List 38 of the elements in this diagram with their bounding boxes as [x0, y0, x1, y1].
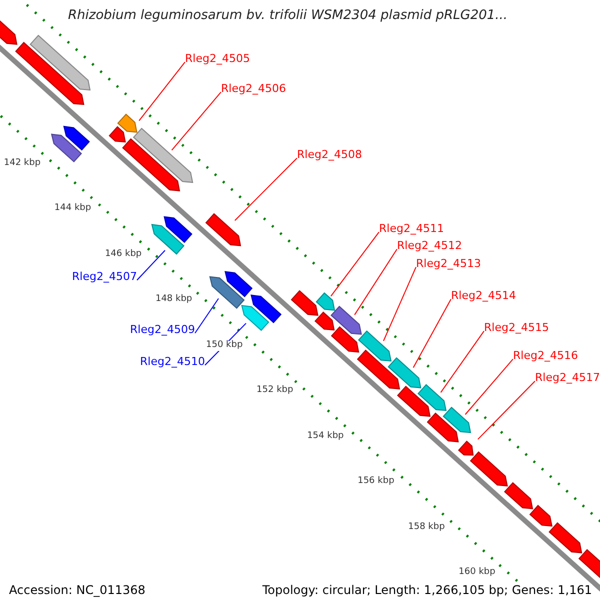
leader-line — [354, 248, 398, 316]
scale-label: 156 kbp — [358, 477, 394, 488]
scale-label: 152 kbp — [256, 386, 294, 396]
leader-line — [412, 298, 452, 368]
gene-label: Rleg2_4517 — [535, 372, 600, 384]
gene-label: Rleg2_4509 — [130, 324, 195, 336]
leader-line — [383, 266, 416, 342]
scale-label: 148 kbp — [155, 295, 192, 306]
gene-label: Rleg2_4515 — [484, 322, 549, 334]
gene-label: Rleg2_4510 — [140, 356, 205, 368]
gene-label: Rleg2_4512 — [397, 240, 462, 252]
gene-label: Rleg2_4506 — [221, 83, 286, 96]
leader-line — [136, 250, 166, 281]
gene-label: Rleg2_4507 — [72, 271, 137, 284]
scale-label: 146 kbp — [104, 250, 142, 260]
gene-label: Rleg2_4516 — [513, 350, 578, 362]
scale-label: 142 kbp — [4, 158, 41, 169]
leader-line — [171, 92, 222, 151]
topology-text: Topology: circular; Length: 1,266,105 bp; Genes: 1,161 — [262, 584, 592, 598]
scale-label: 144 kbp — [54, 204, 92, 214]
gene-label: Rleg2_4513 — [416, 258, 481, 270]
scale-label: 154 kbp — [307, 432, 344, 442]
scale-label: 150 kbp — [206, 340, 243, 351]
leader-line — [464, 358, 514, 415]
accession-text: Accession: NC_011368 — [9, 584, 146, 598]
scale-label: 160 kbp — [458, 568, 496, 578]
leader-line — [440, 330, 484, 393]
leader-line — [477, 380, 536, 440]
gene-label: Rleg2_4505 — [185, 53, 250, 66]
leader-line — [194, 298, 219, 334]
gene-label: Rleg2_4514 — [451, 290, 516, 302]
scale-label: 158 kbp — [408, 522, 445, 533]
gene-label: Rleg2_4511 — [379, 223, 444, 236]
gene-label: Rleg2_4508 — [297, 149, 362, 162]
leader-line — [138, 62, 186, 122]
map-title: Rhizobium leguminosarum bv. trifolii WSM2304 plasmid pRLG201... — [68, 9, 508, 24]
leader-line — [234, 158, 298, 221]
leader-line — [330, 232, 380, 297]
